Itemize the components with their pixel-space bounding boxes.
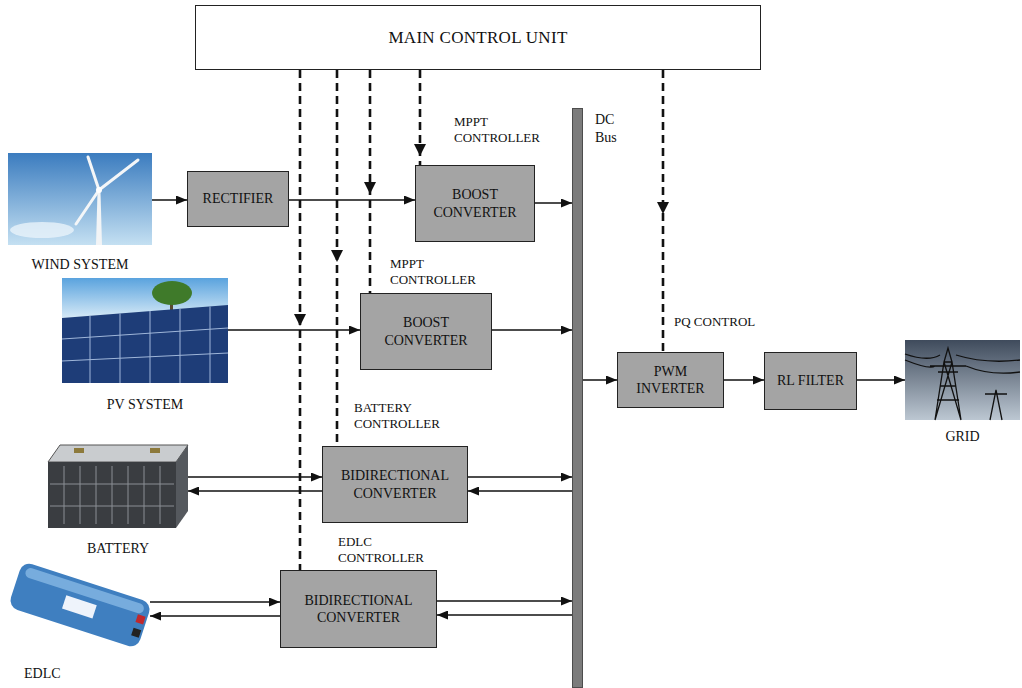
power-flow-arrow	[437, 600, 572, 602]
node-label: WIND SYSTEM	[32, 256, 129, 274]
power-flow-arrow	[188, 490, 322, 492]
power-flow-arrow	[437, 614, 572, 616]
power-flow-arrow	[724, 379, 764, 381]
power-flow-arrow	[228, 329, 360, 331]
battery-cells	[50, 466, 174, 524]
node-label: PV SYSTEM	[107, 396, 183, 414]
controller-label: MPPT CONTROLLER	[388, 256, 492, 287]
battery-terminal	[74, 448, 84, 453]
node-label: MAIN CONTROL UNIT	[388, 27, 567, 48]
edlc-module	[8, 561, 152, 649]
pylon	[905, 348, 1020, 420]
wind-system: WIND SYSTEM	[8, 153, 152, 273]
battery-terminal	[150, 448, 160, 453]
power-flow-arrow	[289, 199, 415, 201]
panel-grid	[62, 307, 228, 384]
power-flow-arrow	[150, 615, 280, 617]
power-flow-arrow	[535, 202, 572, 204]
turbine-tower	[96, 192, 102, 245]
inverter-box: PWM INVERTER	[617, 352, 724, 408]
grid: GRID	[905, 340, 1020, 445]
node-label: RL FILTER	[777, 372, 844, 390]
battery-top	[48, 445, 188, 462]
edge-label-holder: BATTERY CONTROLLER	[352, 400, 456, 432]
power-flow-arrow	[188, 476, 322, 478]
turbine-blades	[76, 157, 138, 224]
controller-label: BATTERY CONTROLLER	[352, 400, 456, 431]
edlc-case	[8, 561, 152, 649]
controller-label: EDLC CONTROLLER	[336, 534, 440, 565]
node-label: RECTIFIER	[203, 190, 274, 208]
node-label: GRID	[945, 428, 979, 446]
dc-bus-bar: DC Bus	[572, 108, 583, 688]
tree-crown	[152, 281, 192, 305]
converter-box: BOOST CONVERTER	[415, 165, 535, 242]
pv-system: PV SYSTEM	[62, 278, 228, 413]
controller-label: MPPT CONTROLLER	[452, 114, 556, 145]
power-flow-arrow	[857, 379, 905, 381]
turbine-hub	[96, 187, 102, 193]
node-label: BIDIRECTIONAL CONVERTER	[287, 592, 430, 627]
edge-label-holder: MPPT CONTROLLER	[452, 114, 556, 146]
power-flow-arrow	[152, 199, 187, 201]
converter-box: BIDIRECTIONAL CONVERTER	[322, 446, 468, 523]
power-flow-arrow	[150, 601, 280, 603]
converter-box: BOOST CONVERTER	[360, 293, 492, 370]
edlc-sticker	[62, 595, 97, 618]
node-label: PWM INVERTER	[624, 363, 717, 398]
control-signal-line	[369, 70, 372, 293]
node-label: BIDIRECTIONAL CONVERTER	[329, 467, 461, 502]
control-signal-line	[299, 70, 302, 570]
wind-sky	[8, 153, 152, 245]
rectifier-box: RECTIFIER	[187, 171, 289, 227]
node-label: DC Bus	[595, 111, 629, 146]
control-unit-box: MAIN CONTROL UNIT	[195, 5, 761, 70]
battery-body	[48, 462, 176, 528]
control-signal-line	[336, 70, 339, 446]
control-signal-line	[662, 70, 665, 352]
power-flow-arrow	[468, 476, 572, 478]
edlc-terminal	[135, 614, 145, 624]
wind-cloud	[10, 222, 74, 238]
solar-panels	[62, 305, 228, 383]
node-label: BOOST CONVERTER	[422, 186, 528, 221]
node-label: BATTERY	[87, 540, 149, 558]
edlc-storage: EDLC	[10, 560, 150, 682]
edlc-terminal	[131, 628, 141, 638]
power-flow-arrow	[468, 490, 572, 492]
control-signal-line	[419, 70, 422, 165]
power-flow-arrow	[583, 379, 617, 381]
edge-label-holder: MPPT CONTROLLER	[388, 256, 492, 288]
node-label: EDLC	[24, 665, 61, 683]
controller-label: PQ CONTROL	[672, 314, 757, 330]
filter-box: RL FILTER	[764, 352, 857, 410]
power-flow-arrow	[492, 329, 572, 331]
node-label: BOOST CONVERTER	[367, 314, 485, 349]
battery-storage: BATTERY	[48, 445, 188, 557]
grid-sky	[905, 340, 1020, 420]
converter-box: BIDIRECTIONAL CONVERTER	[280, 570, 437, 648]
edge-label-holder: PQ CONTROL	[672, 312, 757, 330]
edge-label-holder: EDLC CONTROLLER	[336, 534, 440, 566]
battery-side	[176, 445, 188, 528]
